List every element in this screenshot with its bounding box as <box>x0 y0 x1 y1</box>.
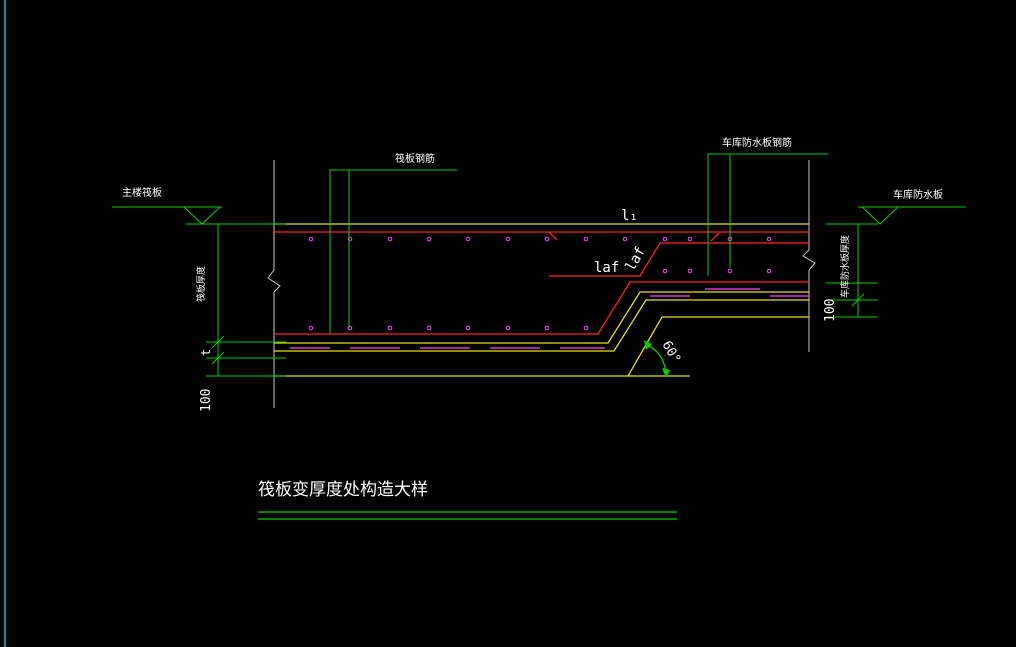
label-laf-2: laf <box>623 244 650 274</box>
rebar-dots <box>308 236 772 331</box>
slab-outline <box>274 223 809 377</box>
label-100-left: 100 <box>199 389 214 412</box>
label-raft-rebar: 筏板钢筋 <box>395 152 435 165</box>
left-wall-line <box>267 160 281 408</box>
leader-garage-rebar <box>707 153 828 276</box>
label-laf-1: laf <box>594 260 619 276</box>
label-l1: l₁ <box>621 208 638 224</box>
dimension-left <box>186 223 286 377</box>
waterproof-layer <box>290 288 809 349</box>
label-angle-60: 60° <box>659 339 684 367</box>
label-t: t <box>199 349 213 356</box>
right-wall-line <box>802 160 816 352</box>
level-marker-right <box>858 206 966 225</box>
level-marker-left <box>112 206 222 225</box>
label-raft-thickness: 筏板厚度 <box>195 266 207 302</box>
rebar-lines <box>274 231 809 335</box>
label-100-right: 100 <box>823 299 838 322</box>
label-garage-rebar: 车库防水板钢筋 <box>722 136 792 149</box>
dimension-right <box>826 223 878 318</box>
angle-arc-60 <box>644 340 670 378</box>
label-garage-thickness: 车库防水板厚度 <box>839 235 851 298</box>
label-main-raft: 主楼筏板 <box>122 186 162 199</box>
label-garage-slab: 车库防水板 <box>893 188 943 201</box>
leader-raft-rebar <box>329 169 457 334</box>
drawing-title: 筏板变厚度处构造大样 <box>258 480 428 500</box>
title-underline <box>258 511 677 520</box>
